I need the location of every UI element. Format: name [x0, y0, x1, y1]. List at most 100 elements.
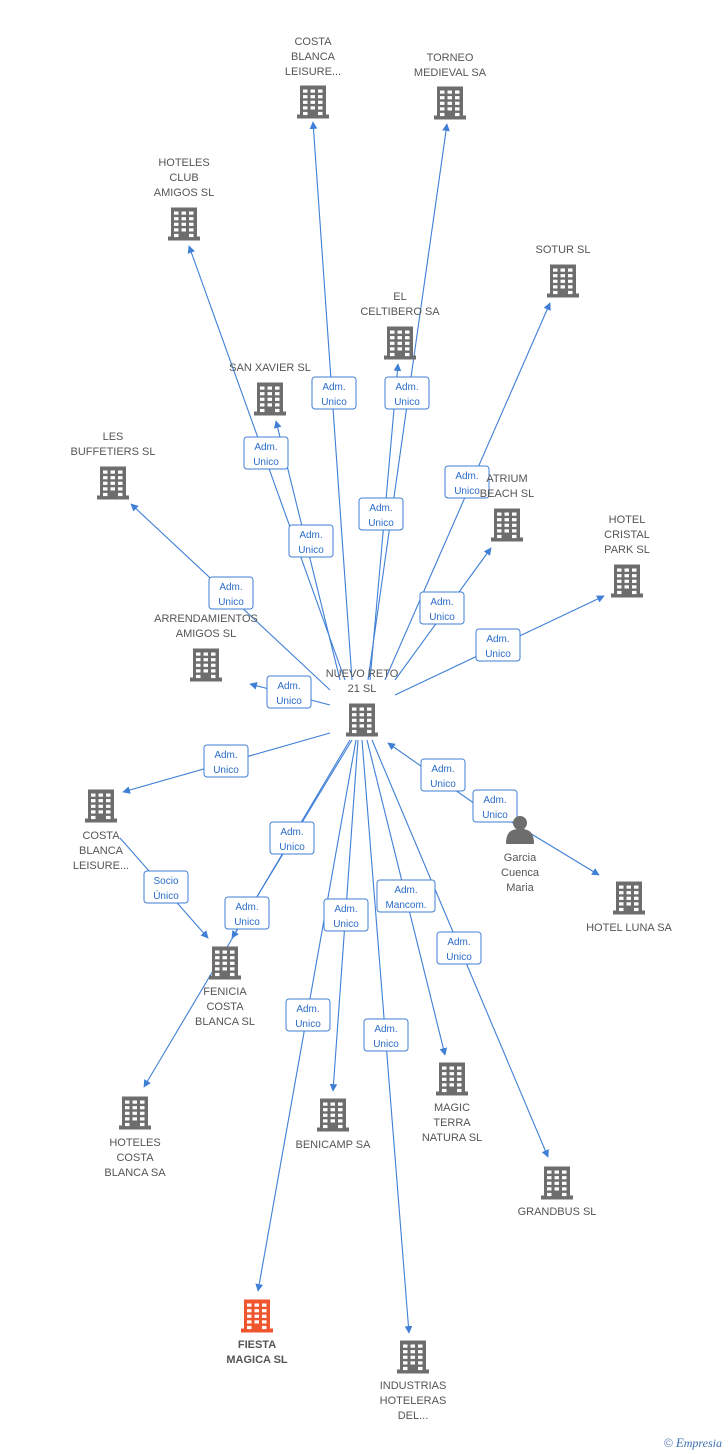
node-label: PARK SL — [604, 544, 650, 556]
edge-label-line: Unico — [373, 1039, 399, 1050]
node-label: COSTA — [294, 36, 332, 48]
brand-initial: E — [675, 1435, 684, 1450]
edge-label-nuevo_reto-to-atrium[interactable]: Adm.Unico — [419, 591, 465, 625]
edge-label-box — [203, 744, 249, 778]
edge-label-nuevo_reto-to-arrendamientos[interactable]: Adm.Unico — [266, 675, 312, 709]
edge-label-nuevo_reto-to-industrias[interactable]: Adm. Unico — [363, 1018, 409, 1052]
node-label: SAN XAVIER SL — [229, 362, 311, 374]
edge-label-line: Adm. — [447, 937, 470, 948]
node-label: MAGICA SL — [226, 1354, 288, 1366]
node-label: LEISURE... — [73, 860, 129, 872]
edge-label-line: Adm. — [296, 1004, 319, 1015]
edge-label-nuevo_reto-to-torneo[interactable]: Adm.Unico — [384, 376, 430, 410]
edge-label-line: Unico — [368, 518, 394, 529]
node-grandbus[interactable]: GRANDBUS SL — [518, 1166, 597, 1219]
edge-label-line: Adm. — [486, 634, 509, 645]
node-label: HOTELERAS — [380, 1395, 447, 1407]
edge-label-nuevo_reto-to-fiesta_magica[interactable]: Adm. Unico — [285, 998, 331, 1032]
node-benicamp[interactable]: BENICAMP SA — [296, 1098, 372, 1152]
edge-label-line: Unico — [253, 457, 279, 468]
building-icon — [541, 1166, 573, 1200]
edge-label-box — [266, 675, 312, 709]
building-icon — [436, 1062, 468, 1096]
edge-label-nuevo_reto-to-les_buffetiers[interactable]: Adm.Unico — [208, 576, 254, 610]
edge-label-box — [311, 376, 357, 410]
node-label: MEDIEVAL SA — [414, 67, 487, 79]
node-label: LEISURE... — [285, 66, 341, 78]
node-san_xavier[interactable]: SAN XAVIER SL — [229, 362, 311, 416]
building-icon — [547, 264, 579, 298]
edge-label-line: Unico — [298, 545, 324, 556]
node-label: BLANCA SA — [104, 1167, 166, 1179]
node-label: COSTA — [206, 1001, 244, 1013]
edge-label-box — [472, 789, 518, 823]
node-label: AMIGOS SL — [154, 187, 215, 199]
node-label: SOTUR SL — [535, 244, 590, 256]
edge-label-nuevo_reto-to-costa_leisure_left[interactable]: Adm.Unico — [203, 744, 249, 778]
node-costa_leisure_top[interactable]: COSTABLANCALEISURE... — [285, 36, 341, 119]
node-costa_leisure_left[interactable]: COSTABLANCALEISURE... — [73, 789, 129, 873]
edge-label-nuevo_reto-to-grandbus[interactable]: Adm. Unico — [436, 931, 482, 965]
edge-label-nuevo_reto-to-el_celtibero[interactable]: Adm.Unico — [358, 497, 404, 531]
node-label: BUFFETIERS SL — [71, 446, 156, 458]
footer-brand[interactable]: ©Empresia — [664, 1435, 722, 1451]
edge-label-line: Unico — [333, 919, 359, 930]
edge-label-nuevo_reto-to-costa_leisure_top[interactable]: Adm.Unico — [311, 376, 357, 410]
edge-label-nuevo_reto-to-hoteles_club[interactable]: Adm.Unico — [243, 436, 289, 470]
node-hotel_luna[interactable]: HOTEL LUNA SA — [586, 881, 673, 935]
edge-label-box — [143, 870, 189, 904]
edge-label-line: Adm. — [214, 750, 237, 761]
edge-label-nuevo_reto-to-hoteles_costa[interactable]: Adm.Unico — [269, 821, 315, 855]
edge-label-line: Adm. — [374, 1024, 397, 1035]
building-icon — [190, 648, 222, 682]
edge-label-nuevo_reto-to-benicamp[interactable]: Adm.Unico — [323, 898, 369, 932]
building-icon — [297, 85, 329, 119]
node-label: INDUSTRIAS — [380, 1380, 447, 1392]
edge-label-box — [376, 879, 436, 913]
edge-label-line: Unico — [430, 779, 456, 790]
node-label: ARRENDAMIENTOS — [154, 613, 258, 625]
edge-label-nuevo_reto-to-san_xavier[interactable]: Adm.Unico — [288, 524, 334, 558]
edge-label-line: Unico — [295, 1019, 321, 1030]
edge-label-box — [420, 758, 466, 792]
node-industrias[interactable]: INDUSTRIAS HOTELERAS DEL... — [380, 1340, 447, 1423]
node-label: COSTA — [116, 1152, 154, 1164]
building-icon — [384, 326, 416, 360]
node-label: CLUB — [169, 172, 198, 184]
brand-name: mpresia — [683, 1436, 722, 1450]
building-icon — [85, 789, 117, 823]
node-label: BENICAMP SA — [296, 1139, 372, 1151]
edge-label-line: Unico — [276, 696, 302, 707]
building-icon — [168, 207, 200, 241]
node-label: AMIGOS SL — [176, 628, 237, 640]
edge-label-line: Unico — [446, 952, 472, 963]
node-label: FENICIA — [203, 986, 247, 998]
edge-label-box — [323, 898, 369, 932]
node-sotur[interactable]: SOTUR SL — [535, 244, 591, 298]
node-label: DEL... — [398, 1410, 429, 1422]
edge-label-nuevo_reto-to-hotel_cristal[interactable]: Adm.Unico — [475, 628, 521, 662]
edge-label-nuevo_reto-to-sotur[interactable]: Adm.Unico — [444, 465, 490, 499]
edge-label-line: Unico — [279, 842, 305, 853]
node-arrendamientos[interactable]: ARRENDAMIENTOS AMIGOS SL — [154, 613, 258, 682]
edge-label-garcia-to-hotel_luna[interactable]: Adm.Unico — [472, 789, 518, 823]
edge-label-nuevo_reto-to-fenicia[interactable]: Adm.Unico — [224, 896, 270, 930]
edge-label-nuevo_reto-to-magic_terra[interactable]: Adm.Mancom. — [376, 879, 436, 913]
building-icon — [317, 1098, 349, 1132]
edge-label-line: Unico — [234, 917, 260, 928]
edge-label-garcia-to-nuevo_reto[interactable]: Adm.Unico — [420, 758, 466, 792]
